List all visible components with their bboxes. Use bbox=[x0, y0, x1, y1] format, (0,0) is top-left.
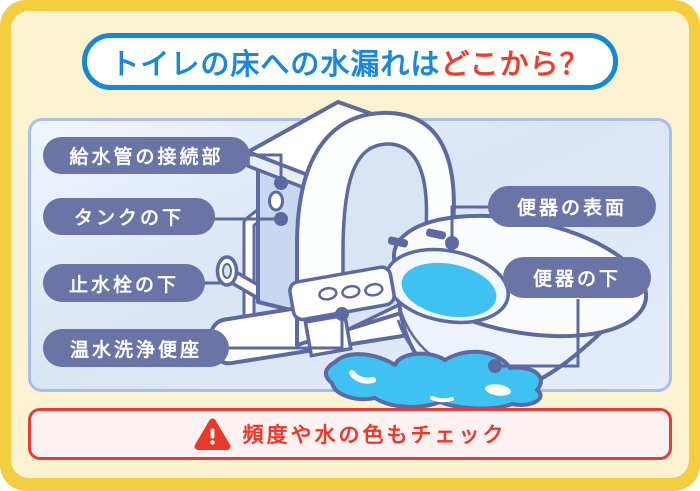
footer-warning-bar: 頻度や水の色もチェック bbox=[28, 408, 672, 460]
callout-connectors bbox=[204, 153, 580, 368]
label-supply-pipe-connection: 給水管の接続部 bbox=[43, 137, 250, 174]
label-washlet-seat: 温水洗浄便座 bbox=[43, 329, 229, 367]
title-highlight-text: どこから？ bbox=[440, 48, 590, 81]
label-under-tank: タンクの下 bbox=[43, 198, 215, 235]
title-main-text: トイレの床への水漏れは bbox=[110, 48, 441, 81]
washlet-button bbox=[364, 282, 384, 297]
tank-supply-nut bbox=[268, 190, 284, 212]
bowl-water bbox=[401, 262, 497, 318]
callout-dots bbox=[274, 176, 502, 373]
washlet-button bbox=[341, 284, 361, 299]
warning-triangle-icon bbox=[194, 418, 230, 450]
washlet-button bbox=[318, 286, 338, 301]
page-title: トイレの床への水漏れはどこから？ bbox=[82, 33, 618, 90]
water-puddle bbox=[323, 349, 543, 411]
footer-warning-text: 頻度や水の色もチェック bbox=[242, 424, 507, 447]
label-bowl-surface: 便器の表面 bbox=[488, 186, 656, 227]
label-under-stop-valve: 止水栓の下 bbox=[43, 264, 205, 302]
label-under-bowl: 便器の下 bbox=[503, 257, 651, 298]
